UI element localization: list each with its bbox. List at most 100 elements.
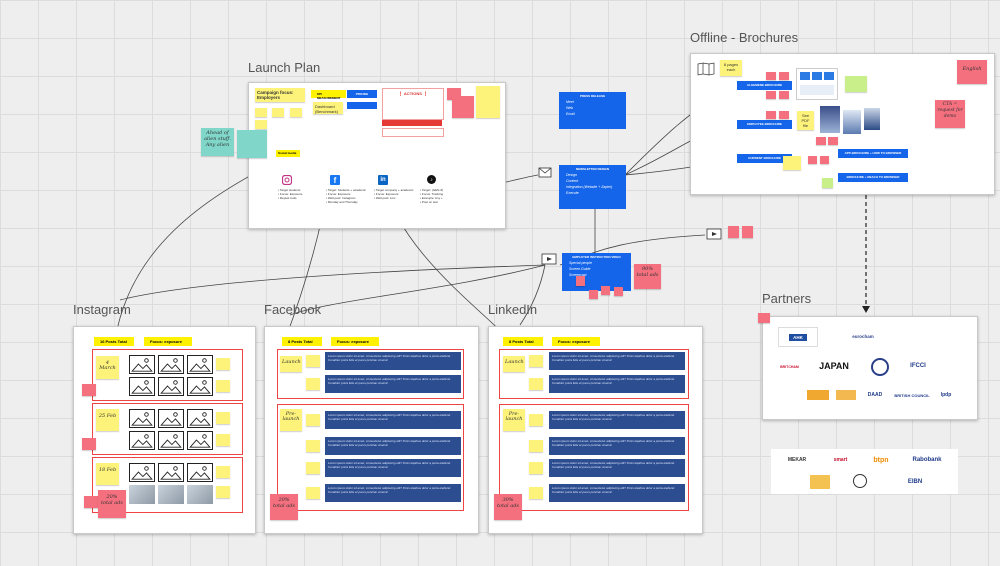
note-pink[interactable] — [766, 91, 776, 99]
english-note[interactable]: English — [957, 60, 987, 84]
newsletter-box[interactable]: NEWSLETTER DESIGN Design Content Integra… — [559, 165, 626, 209]
actions-sub-box[interactable] — [382, 128, 444, 137]
post-copy[interactable]: Lorem ipsum dolor sit amet, consectetur … — [549, 437, 685, 455]
post-photo[interactable] — [129, 485, 155, 504]
date-note[interactable]: 25 Feb — [96, 409, 119, 431]
post-copy[interactable]: Lorem ipsum dolor sit amet, consectetur … — [549, 484, 685, 502]
note-pink[interactable] — [758, 313, 770, 323]
pages-note[interactable]: 8 pages each — [720, 60, 742, 76]
note-yellow[interactable] — [306, 355, 320, 367]
post-copy[interactable]: Lorem ipsum dolor sit amet, consectetur … — [325, 437, 461, 455]
note-yellow[interactable] — [306, 378, 320, 390]
brochure-box-1[interactable]: ALGEMENE BROCHURE — [737, 81, 792, 90]
note-yellow[interactable] — [216, 434, 230, 446]
note-pink[interactable] — [828, 137, 838, 145]
post-thumbnail[interactable] — [187, 463, 213, 482]
note-yellow[interactable] — [529, 355, 543, 367]
post-thumbnail[interactable] — [129, 431, 155, 450]
note-pink[interactable] — [766, 111, 776, 119]
note-yellow[interactable] — [529, 378, 543, 390]
note-pink[interactable] — [742, 226, 753, 238]
note-pink[interactable] — [820, 156, 829, 164]
prelaunch-note[interactable]: Pre-launch — [503, 409, 525, 431]
post-copy[interactable]: Lorem ipsum dolor sit amet, consectetur … — [325, 375, 461, 393]
post-copy[interactable]: Lorem ipsum dolor sit amet, consectetur … — [549, 375, 685, 393]
post-thumbnail[interactable] — [158, 355, 184, 374]
post-copy[interactable]: Lorem ipsum dolor sit amet, consectetur … — [549, 411, 685, 429]
note-yellow[interactable] — [216, 380, 230, 392]
post-thumbnail[interactable] — [158, 431, 184, 450]
note-small[interactable] — [255, 120, 267, 129]
date-note[interactable]: 4 March — [96, 356, 119, 379]
note-pink[interactable] — [84, 496, 98, 508]
brochure-box-2[interactable]: EMPLOYEE BROCHURE — [737, 120, 792, 129]
note-yellow[interactable] — [476, 86, 500, 118]
post-thumbnail[interactable] — [158, 409, 184, 428]
dashboard-note[interactable]: Dashboard (Benchmark) — [313, 102, 343, 114]
post-copy[interactable]: Lorem ipsum dolor sit amet, consectetur … — [549, 352, 685, 370]
cta-note[interactable]: CTA = request for demo — [935, 100, 965, 128]
launch-note[interactable]: Launch — [280, 356, 302, 372]
note-yellow[interactable] — [306, 462, 320, 474]
launch-note[interactable]: Launch — [503, 356, 525, 372]
note-pink[interactable] — [766, 72, 776, 80]
note-yellow[interactable] — [216, 412, 230, 424]
post-copy[interactable]: Lorem ipsum dolor sit amet, consectetur … — [325, 484, 461, 502]
post-thumbnail[interactable] — [129, 409, 155, 428]
note-small[interactable] — [255, 108, 267, 117]
post-copy[interactable]: Lorem ipsum dolor sit amet, consectetur … — [549, 459, 685, 477]
note-pink[interactable] — [779, 91, 789, 99]
post-thumbnail[interactable] — [187, 431, 213, 450]
actions-box[interactable]: ❗ ACTIONS ❗ — [382, 88, 444, 120]
note-pink[interactable] — [779, 72, 789, 80]
note-green[interactable] — [845, 76, 867, 92]
note-yellow[interactable] — [306, 440, 320, 452]
post-thumbnail[interactable] — [158, 463, 184, 482]
pricing-sub-box[interactable] — [347, 102, 377, 109]
note-pink[interactable] — [779, 111, 789, 119]
employer-video-box[interactable]: EMPLOYER INSTRUCTION VIDEO Special peopl… — [562, 253, 631, 291]
post-thumbnail[interactable] — [187, 355, 213, 374]
post-thumbnail[interactable] — [158, 377, 184, 396]
note-pink[interactable] — [816, 137, 826, 145]
see-pdf-note[interactable]: See PDF file — [797, 111, 814, 130]
teal-note[interactable] — [237, 130, 267, 158]
post-thumbnail[interactable] — [129, 377, 155, 396]
note-yellow[interactable] — [783, 156, 801, 170]
post-thumbnail[interactable] — [187, 409, 213, 428]
note-pink[interactable] — [808, 156, 817, 164]
brochure-box-4[interactable]: APP-BROCHURE + HOW TO BROWSER — [838, 149, 908, 158]
note-pink[interactable] — [82, 438, 96, 450]
note-yellow[interactable] — [529, 440, 543, 452]
ahead-note[interactable]: Ahead of alien stuff. Any alien — [201, 128, 234, 156]
pct-note[interactable]: 20% total ads — [98, 490, 126, 518]
post-copy[interactable]: Lorem ipsum dolor sit amet, consectetur … — [325, 459, 461, 477]
pct-note[interactable]: 30% total ads — [494, 494, 522, 520]
note-green[interactable] — [822, 178, 833, 188]
note-yellow[interactable] — [529, 414, 543, 426]
prelaunch-note[interactable]: Pre-launch — [280, 409, 302, 431]
post-copy[interactable]: Lorem ipsum dolor sit amet, consectetur … — [325, 352, 461, 370]
note-yellow[interactable] — [529, 462, 543, 474]
note-pink[interactable] — [589, 290, 598, 299]
press-release-box[interactable]: PRESS RELEASE Meet Web Email — [559, 92, 626, 129]
note-pink[interactable] — [576, 276, 585, 286]
pct-note[interactable]: 20% total ads — [270, 494, 298, 520]
note-small[interactable] — [272, 108, 284, 117]
note-yellow[interactable] — [216, 358, 230, 370]
note-pink[interactable] — [614, 287, 623, 296]
note-yellow[interactable] — [306, 414, 320, 426]
pct-90-note[interactable]: 90% total ads — [634, 264, 661, 289]
note-pink[interactable] — [728, 226, 739, 238]
note-yellow[interactable] — [216, 466, 230, 478]
post-thumbnail[interactable] — [129, 355, 155, 374]
note-yellow[interactable] — [529, 487, 543, 499]
post-thumbnail[interactable] — [187, 377, 213, 396]
note-yellow[interactable] — [306, 487, 320, 499]
brochure-box-5[interactable]: BROCHURE + REACH TO BROWSER — [838, 173, 908, 182]
note-yellow[interactable] — [216, 486, 230, 498]
note-pink[interactable] — [452, 96, 474, 118]
post-thumbnail[interactable] — [129, 463, 155, 482]
post-photo[interactable] — [187, 485, 213, 504]
note-pink[interactable] — [82, 384, 96, 396]
